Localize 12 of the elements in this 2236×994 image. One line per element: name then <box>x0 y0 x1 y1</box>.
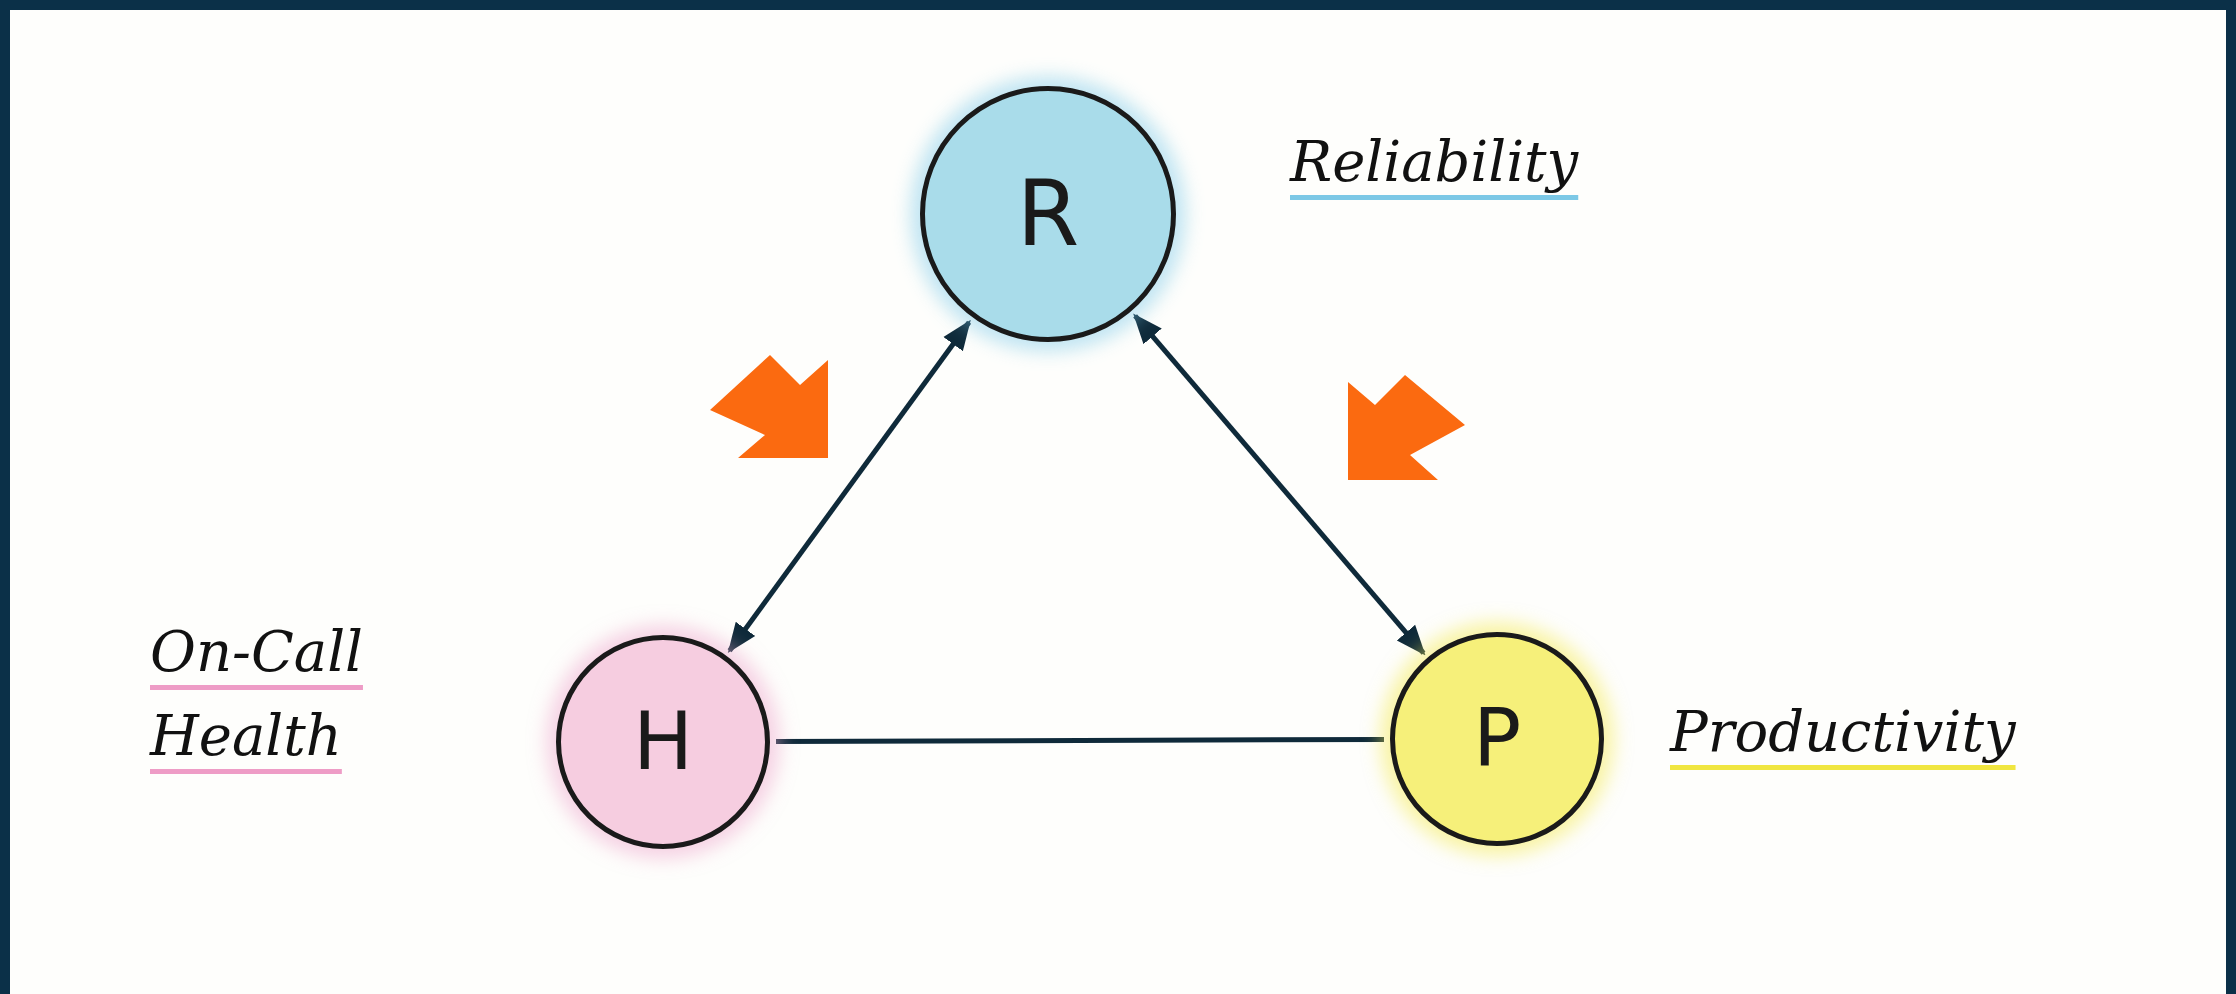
node-letter: P <box>1472 699 1522 779</box>
node-caption: On-Call Health <box>150 618 364 770</box>
node-letter: H <box>632 702 694 782</box>
node-letter: R <box>1016 169 1080 259</box>
node-caption: Productivity <box>1670 698 2017 766</box>
double-arrow <box>727 319 972 654</box>
circle-node <box>556 635 770 849</box>
double-arrow <box>1133 313 1426 656</box>
node-caption: Reliability <box>1290 128 1580 196</box>
circle-node <box>1390 632 1604 846</box>
circle-node <box>920 86 1176 342</box>
connector-line <box>776 736 1384 745</box>
